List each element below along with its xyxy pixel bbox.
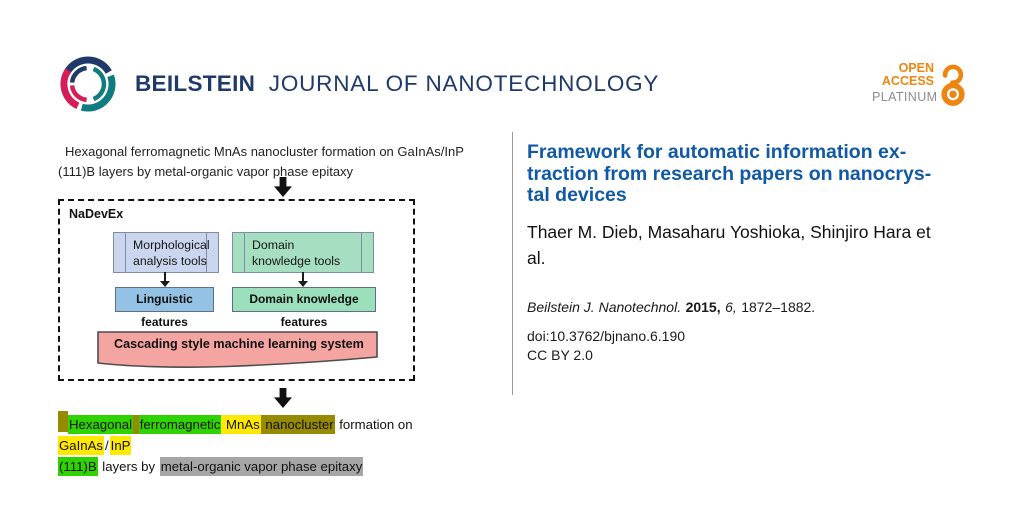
citation-journal: Beilstein J. Nanotechnol.: [527, 299, 682, 315]
annotated-token: (111)B: [58, 457, 98, 476]
annotated-token: MnAs: [221, 415, 261, 434]
beilstein-logo-icon: [60, 56, 116, 112]
authors-line1: Thaer M. Dieb, Masaharu Yoshioka, Shinji…: [527, 222, 931, 242]
annotated-token: ferromagnetic: [138, 415, 222, 434]
annotated-token: formation on: [335, 417, 413, 432]
open-access-line1: OPEN: [898, 61, 934, 75]
figure-caption-line1: Hexagonal ferromagnetic MnAs nanocluster…: [65, 144, 464, 159]
title-line1: Framework for automatic information ex-: [527, 141, 907, 163]
nadevex-label: NaDevEx: [69, 207, 124, 221]
annotated-token: [58, 411, 68, 432]
open-access-badge: OPEN ACCESS PLATINUM: [872, 62, 966, 108]
annotated-token: nanocluster: [260, 415, 335, 434]
down-arrow-icon: [274, 177, 292, 197]
article-doi-link[interactable]: doi:10.3762/bjnano.6.190: [527, 328, 686, 344]
citation-volume: 6,: [725, 299, 737, 315]
annotated-token: GaInAs: [58, 436, 104, 455]
article-title-link[interactable]: Framework for automatic information ex- …: [527, 141, 997, 207]
open-access-platinum: PLATINUM: [872, 90, 938, 104]
nadevex-diagram: NaDevEx Morphological analysis tools Dom…: [58, 199, 415, 381]
cascading-ml-label: Cascading style machine learning system: [114, 337, 364, 351]
annotated-token: layers by: [98, 459, 159, 474]
annotated-token: metal-organic vapor phase epitaxy: [159, 457, 364, 476]
journal-title: BEILSTEIN JOURNAL OF NANOTECHNOLOGY: [135, 71, 659, 97]
article-citation: Beilstein J. Nanotechnol.2015,6,1872–188…: [527, 299, 815, 315]
domain-tools-line1: Domain: [252, 238, 295, 252]
title-line3: tal devices: [527, 184, 627, 206]
annotated-line-2: (111)B layers by metal-organic vapor pha…: [58, 456, 444, 477]
annotated-line-1: Hexagonal ferromagnetic MnAs nanocluster…: [58, 411, 444, 456]
annotated-token: InP: [109, 436, 132, 455]
domain-tools-line2: knowledge tools: [252, 254, 341, 268]
vertical-divider: [512, 132, 513, 395]
journal-title-rest: JOURNAL OF NANOTECHNOLOGY: [268, 71, 660, 96]
domain-features-box: Domain knowledge features: [232, 287, 376, 329]
citation-pages: 1872–1882.: [741, 299, 816, 315]
annotated-token: Hexagonal: [68, 415, 134, 434]
open-access-line2: ACCESS: [881, 74, 934, 88]
title-line2: traction from research papers on nanocry…: [527, 162, 932, 185]
cascading-ml-box: Cascading style machine learning system: [97, 331, 379, 371]
figure-caption-line2: (111)B layers by metal-organic vapor pha…: [58, 164, 354, 179]
connector-arrow-icon: [164, 272, 166, 281]
article-license: CC BY 2.0: [527, 347, 593, 363]
authors-line2: al.: [527, 248, 546, 268]
journal-brand: BEILSTEIN JOURNAL OF NANOTECHNOLOGY: [56, 52, 659, 116]
article-authors: Thaer M. Dieb, Masaharu Yoshioka, Shinji…: [527, 219, 997, 271]
domain-knowledge-tools-box: Domain knowledge tools: [232, 232, 374, 273]
open-access-lock-icon: [941, 64, 965, 106]
morphological-tools-line1: Morphological: [133, 238, 210, 252]
connector-arrow-icon: [302, 272, 304, 281]
down-arrow-icon: [274, 388, 292, 408]
journal-title-beilstein: BEILSTEIN: [135, 71, 256, 96]
annotated-token: [133, 415, 139, 434]
citation-year: 2015,: [685, 299, 721, 315]
linguistic-features-box: Linguistic features: [115, 287, 214, 329]
annotated-sentence: Hexagonal ferromagnetic MnAs nanocluster…: [58, 411, 444, 477]
morphological-tools-box: Morphological analysis tools: [113, 232, 219, 273]
annotated-token: /: [104, 438, 109, 453]
morphological-tools-line2: analysis tools: [133, 254, 207, 268]
